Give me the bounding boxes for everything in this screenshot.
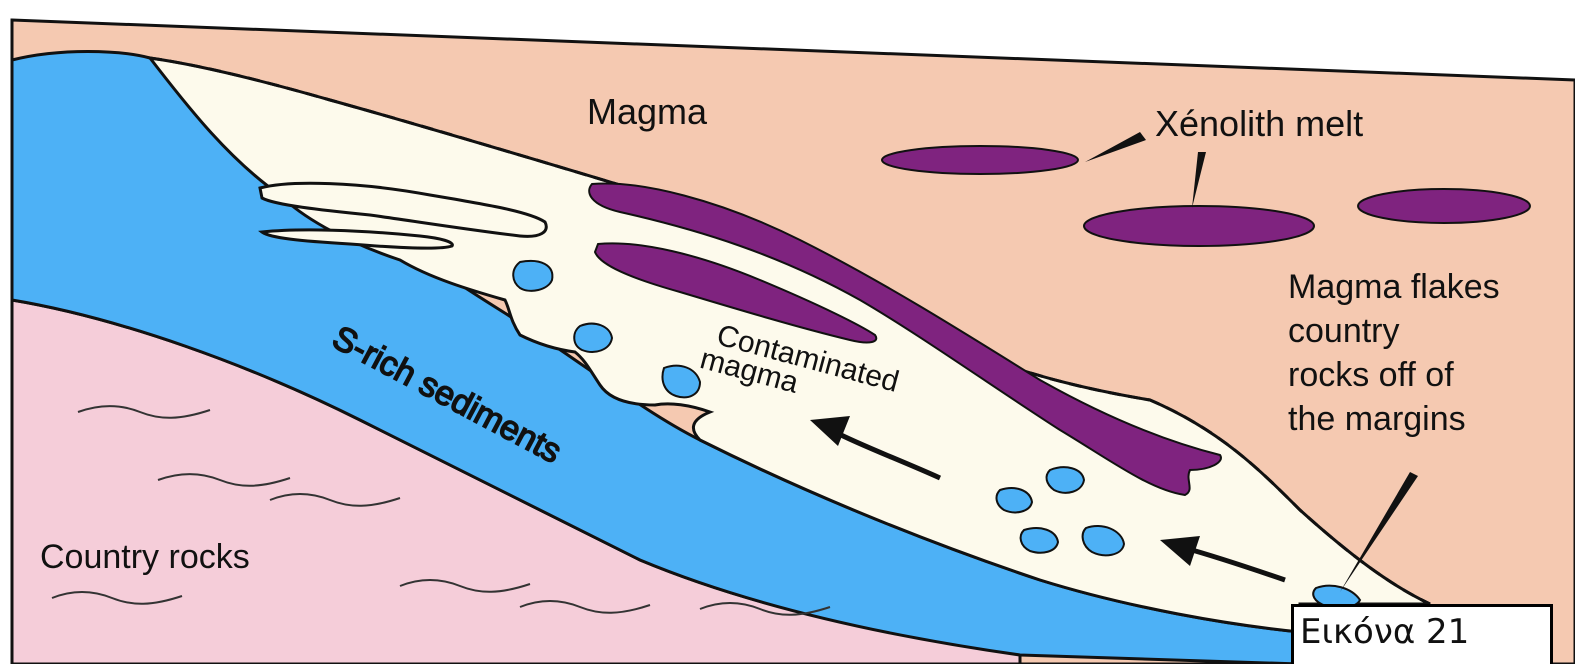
xenolith-melt-body xyxy=(882,146,1078,174)
country-rock-flake xyxy=(1021,528,1058,553)
country-rock-flake xyxy=(513,261,552,291)
country-rock-flake xyxy=(574,324,612,352)
magma-label: Magma xyxy=(587,91,708,132)
xenolith-melt-label: Xénolith melt xyxy=(1155,103,1363,144)
figure-caption: Εικόνα 21 xyxy=(1300,612,1469,652)
country-rocks-label: Country rocks xyxy=(40,538,250,576)
xenolith-melt-body xyxy=(1084,206,1314,246)
xenolith-melt-body xyxy=(1358,189,1530,223)
country-rock-flake xyxy=(1047,467,1084,493)
country-rock-flake xyxy=(997,488,1032,512)
